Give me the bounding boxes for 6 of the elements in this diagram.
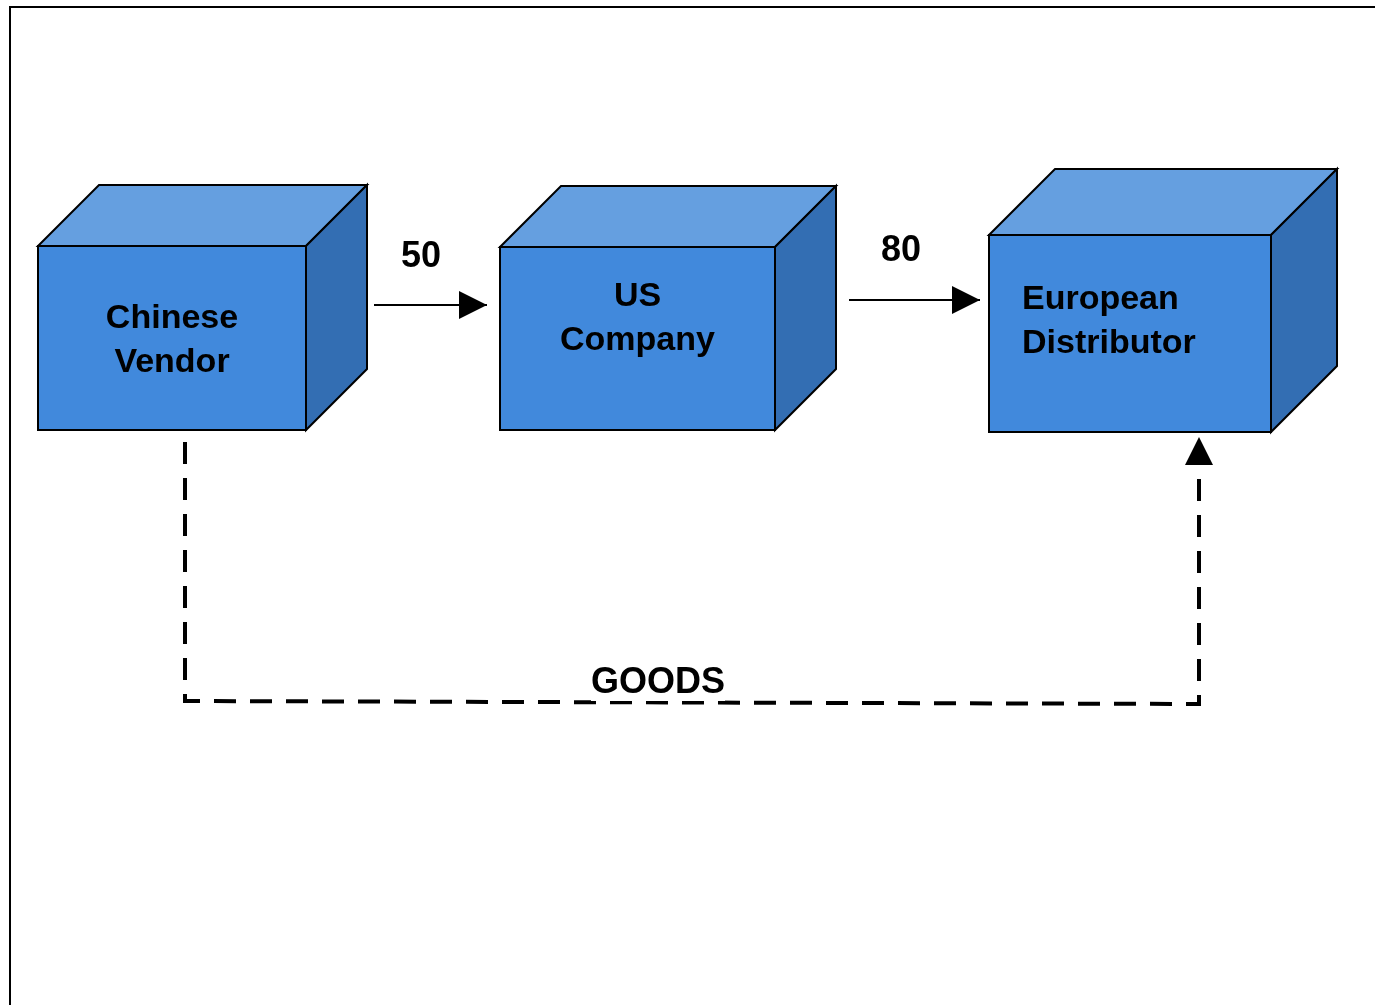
node-label: European Distributor [1022,277,1197,362]
node-label: Chinese Vendor [104,296,240,381]
arrow [373,291,488,319]
arrow [848,286,981,314]
dashed-arrow [183,437,1213,706]
node-label: US Company [559,274,716,359]
